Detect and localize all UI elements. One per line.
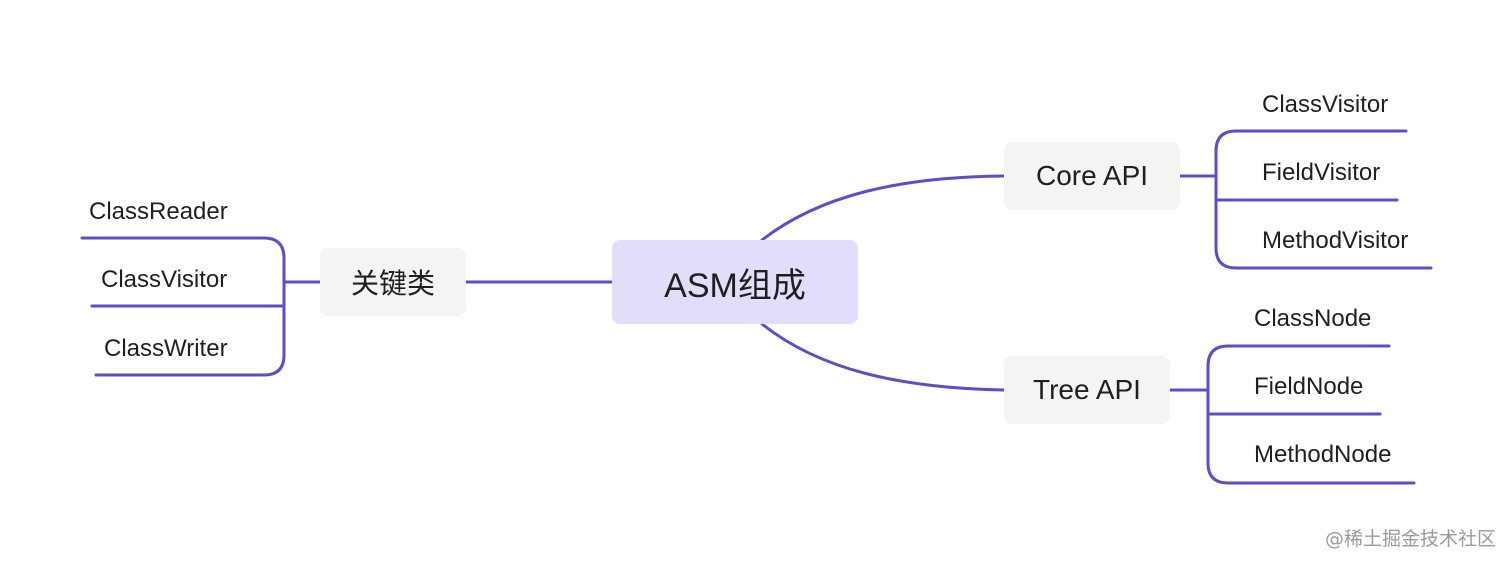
branch-label-keys: 关键类 [350, 268, 435, 299]
branch-node-keys[interactable]: 关键类 [320, 248, 466, 316]
leaf-classreader[interactable]: ClassReader [89, 198, 228, 225]
leaf-fieldvisitor[interactable]: FieldVisitor [1262, 159, 1381, 186]
leaf-classvisitor-core[interactable]: ClassVisitor [1262, 91, 1389, 118]
root-node[interactable]: ASM组成 [612, 240, 858, 324]
leaf-fieldnode[interactable]: FieldNode [1254, 373, 1364, 400]
leaf-methodvisitor[interactable]: MethodVisitor [1262, 227, 1409, 254]
root-label: ASM组成 [664, 266, 806, 305]
leaf-methodnode[interactable]: MethodNode [1254, 441, 1392, 468]
connector-root-tree [760, 322, 1006, 392]
connector-root-core [760, 174, 1006, 242]
branch-label-core-api: Core API [1035, 160, 1149, 191]
leaf-classvisitor-keys[interactable]: ClassVisitor [101, 266, 228, 293]
leaf-classwriter[interactable]: ClassWriter [104, 335, 228, 362]
branch-node-core-api[interactable]: Core API [1004, 142, 1180, 210]
watermark-text: @稀土掘金技术社区 [1324, 528, 1496, 550]
branch-label-tree-api: Tree API [1033, 374, 1141, 405]
branch-node-tree-api[interactable]: Tree API [1004, 356, 1170, 424]
leaf-classnode[interactable]: ClassNode [1254, 305, 1372, 332]
